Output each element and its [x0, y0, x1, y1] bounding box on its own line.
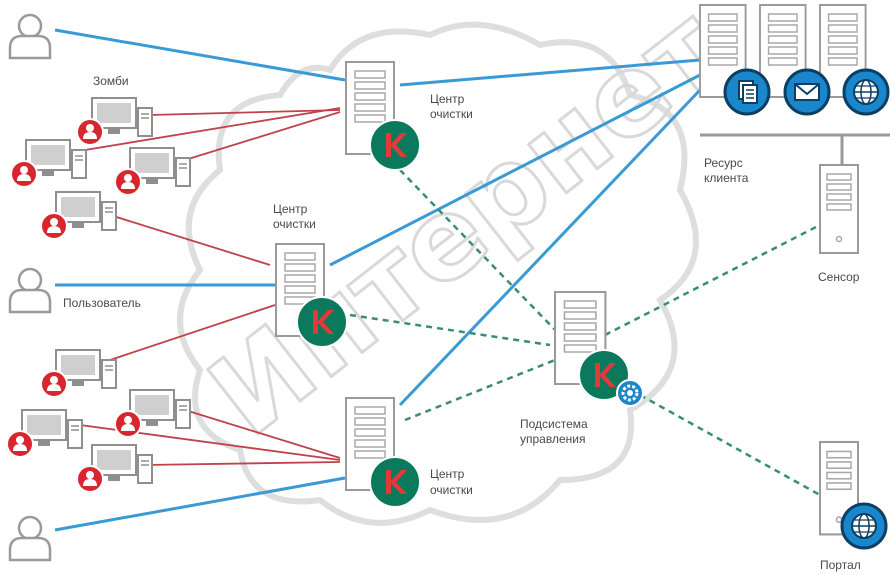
kaspersky-k-icon	[369, 456, 421, 508]
client-resource: Ресурс клиента	[699, 4, 890, 185]
cleaning-center-top-label-1: Центр	[430, 92, 465, 106]
zombie-computer-icon	[76, 444, 153, 493]
user-bottom	[8, 515, 52, 562]
zombie-computer-icon	[6, 409, 83, 458]
kaspersky-k-icon	[369, 119, 421, 171]
globe-icon	[840, 502, 888, 550]
user-middle: Пользователь	[8, 267, 141, 314]
zombie-computer-icon	[114, 147, 191, 196]
user-icon	[8, 13, 52, 60]
client-resource-label-2: клиента	[704, 171, 749, 185]
control-lines	[349, 169, 821, 497]
zombies-label: Зомби	[93, 74, 129, 88]
cleaning-center-middle: Центр очистки	[273, 202, 348, 348]
zombie-computer-icon	[76, 97, 153, 146]
document-icon	[723, 68, 771, 116]
cleaning-center-top-label-2: очистки	[430, 107, 473, 121]
gear-icon	[616, 379, 644, 407]
cleaning-center-bottom-label-2: очистки	[430, 483, 473, 497]
kaspersky-k-icon	[296, 296, 348, 348]
user-icon	[8, 267, 52, 314]
user-top	[8, 13, 52, 60]
globe-icon	[842, 68, 890, 116]
user-label: Пользователь	[63, 296, 141, 310]
sensor-label: Сенсор	[818, 270, 860, 284]
mail-icon	[783, 68, 831, 116]
portal-label: Портал	[820, 558, 861, 572]
cleaning-center-top: Центр очистки	[345, 61, 473, 171]
management-label-2: управления	[520, 432, 585, 446]
cleaning-center-bottom-label-1: Центр	[430, 467, 465, 481]
internet-watermark: Интернет	[187, 0, 748, 461]
management-subsystem: Подсистема управления	[520, 290, 644, 446]
zombie-computer-icon	[40, 191, 117, 240]
zombie-traffic-lines	[79, 107, 341, 466]
legit-traffic-lines	[54, 28, 702, 532]
zombie-computer-icon	[10, 139, 87, 188]
cleaning-center-bottom: Центр очистки	[345, 397, 473, 508]
zombie-computer-icon	[40, 349, 117, 398]
management-label-1: Подсистема	[520, 417, 588, 431]
cleaning-center-middle-label-2: очистки	[273, 217, 316, 231]
client-resource-label-1: Ресурс	[704, 156, 743, 170]
cleaning-center-middle-label-1: Центр	[273, 202, 308, 216]
user-icon	[8, 515, 52, 562]
sensor: Сенсор	[818, 164, 860, 284]
portal: Портал	[818, 440, 888, 572]
zombie-computer-icon	[114, 389, 191, 438]
